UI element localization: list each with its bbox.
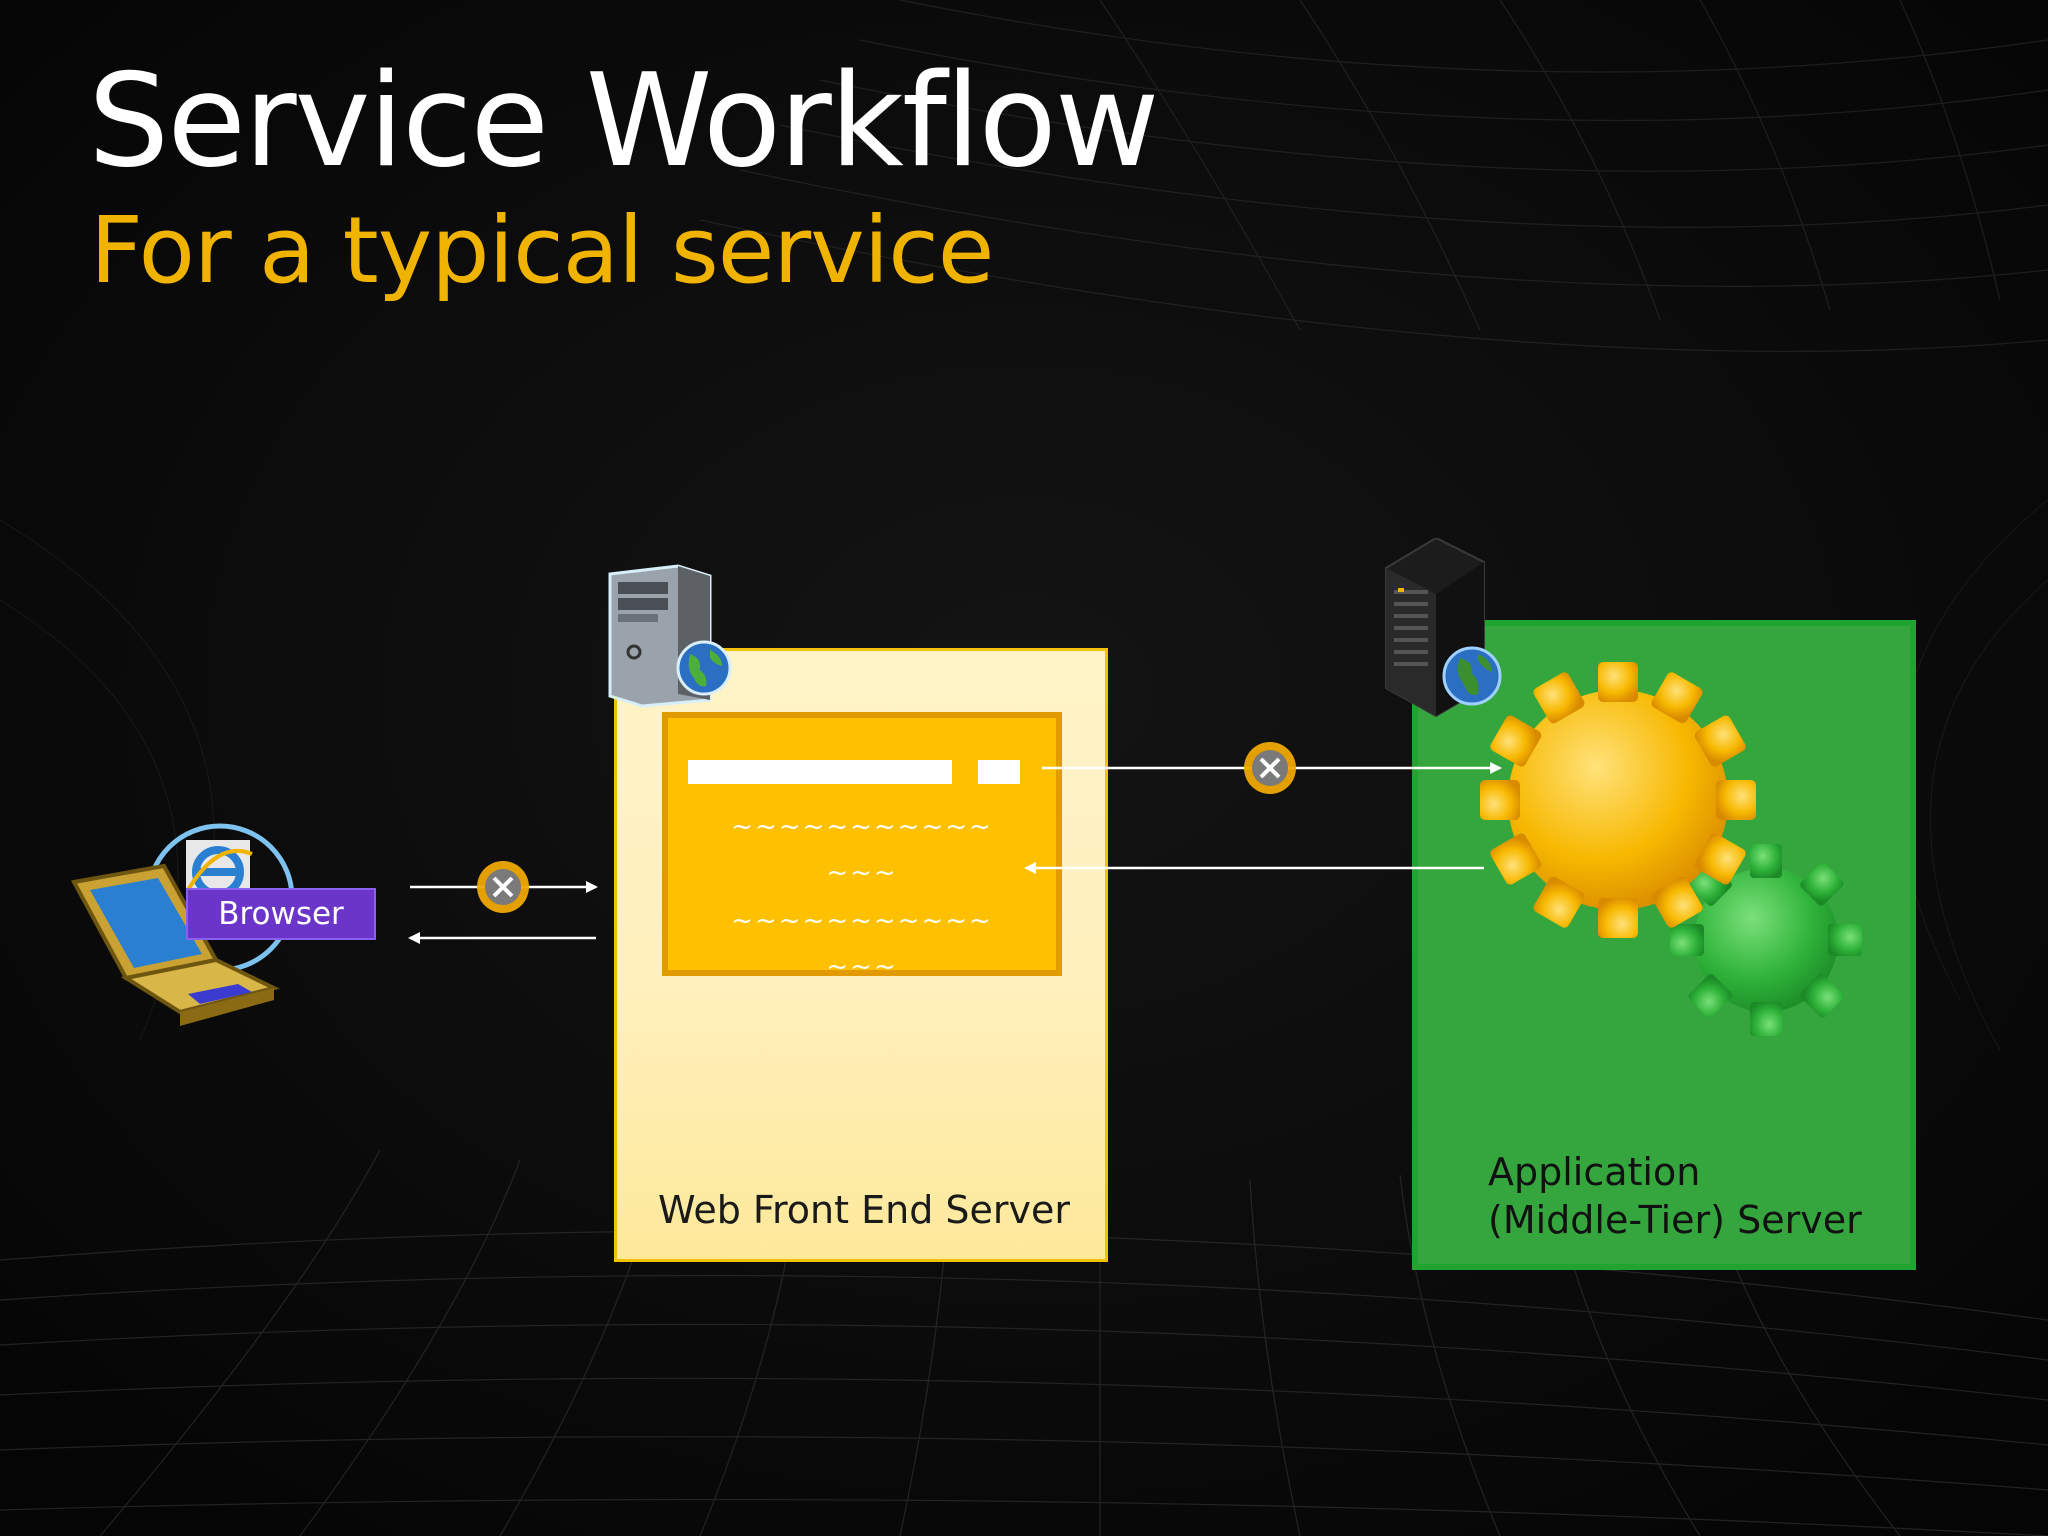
globe-icon	[1442, 646, 1502, 706]
page-text-line: ~~~	[826, 952, 898, 982]
web-page-document: ~~~~~~~~~~~ ~~~ ~~~~~~~~~~~ ~~~	[662, 712, 1062, 980]
page-text-line: ~~~~~~~~~~~	[731, 812, 993, 842]
connector-marker-icon	[477, 861, 529, 913]
web-front-end-label: Web Front End Server	[658, 1188, 1071, 1232]
app-server-label: Application (Middle-Tier) Server	[1488, 1148, 1862, 1244]
app-server-icon	[1385, 538, 1502, 718]
page-header-button	[978, 760, 1020, 784]
browser-label: Browser	[186, 888, 376, 940]
slide-title: Service Workflow	[88, 47, 1159, 196]
page-text-line: ~~~~~~~~~~~	[731, 906, 993, 936]
slide-subtitle: For a typical service	[90, 197, 994, 304]
globe-icon	[676, 640, 732, 696]
gears-icon	[1480, 662, 1862, 1036]
connector-marker-icon	[1244, 742, 1296, 794]
web-server-icon	[608, 564, 732, 708]
page-header-bar	[688, 760, 952, 784]
app-server-label-line2: (Middle-Tier) Server	[1488, 1198, 1862, 1242]
app-server-label-line1: Application	[1488, 1150, 1701, 1194]
page-text-line: ~~~	[826, 858, 898, 888]
